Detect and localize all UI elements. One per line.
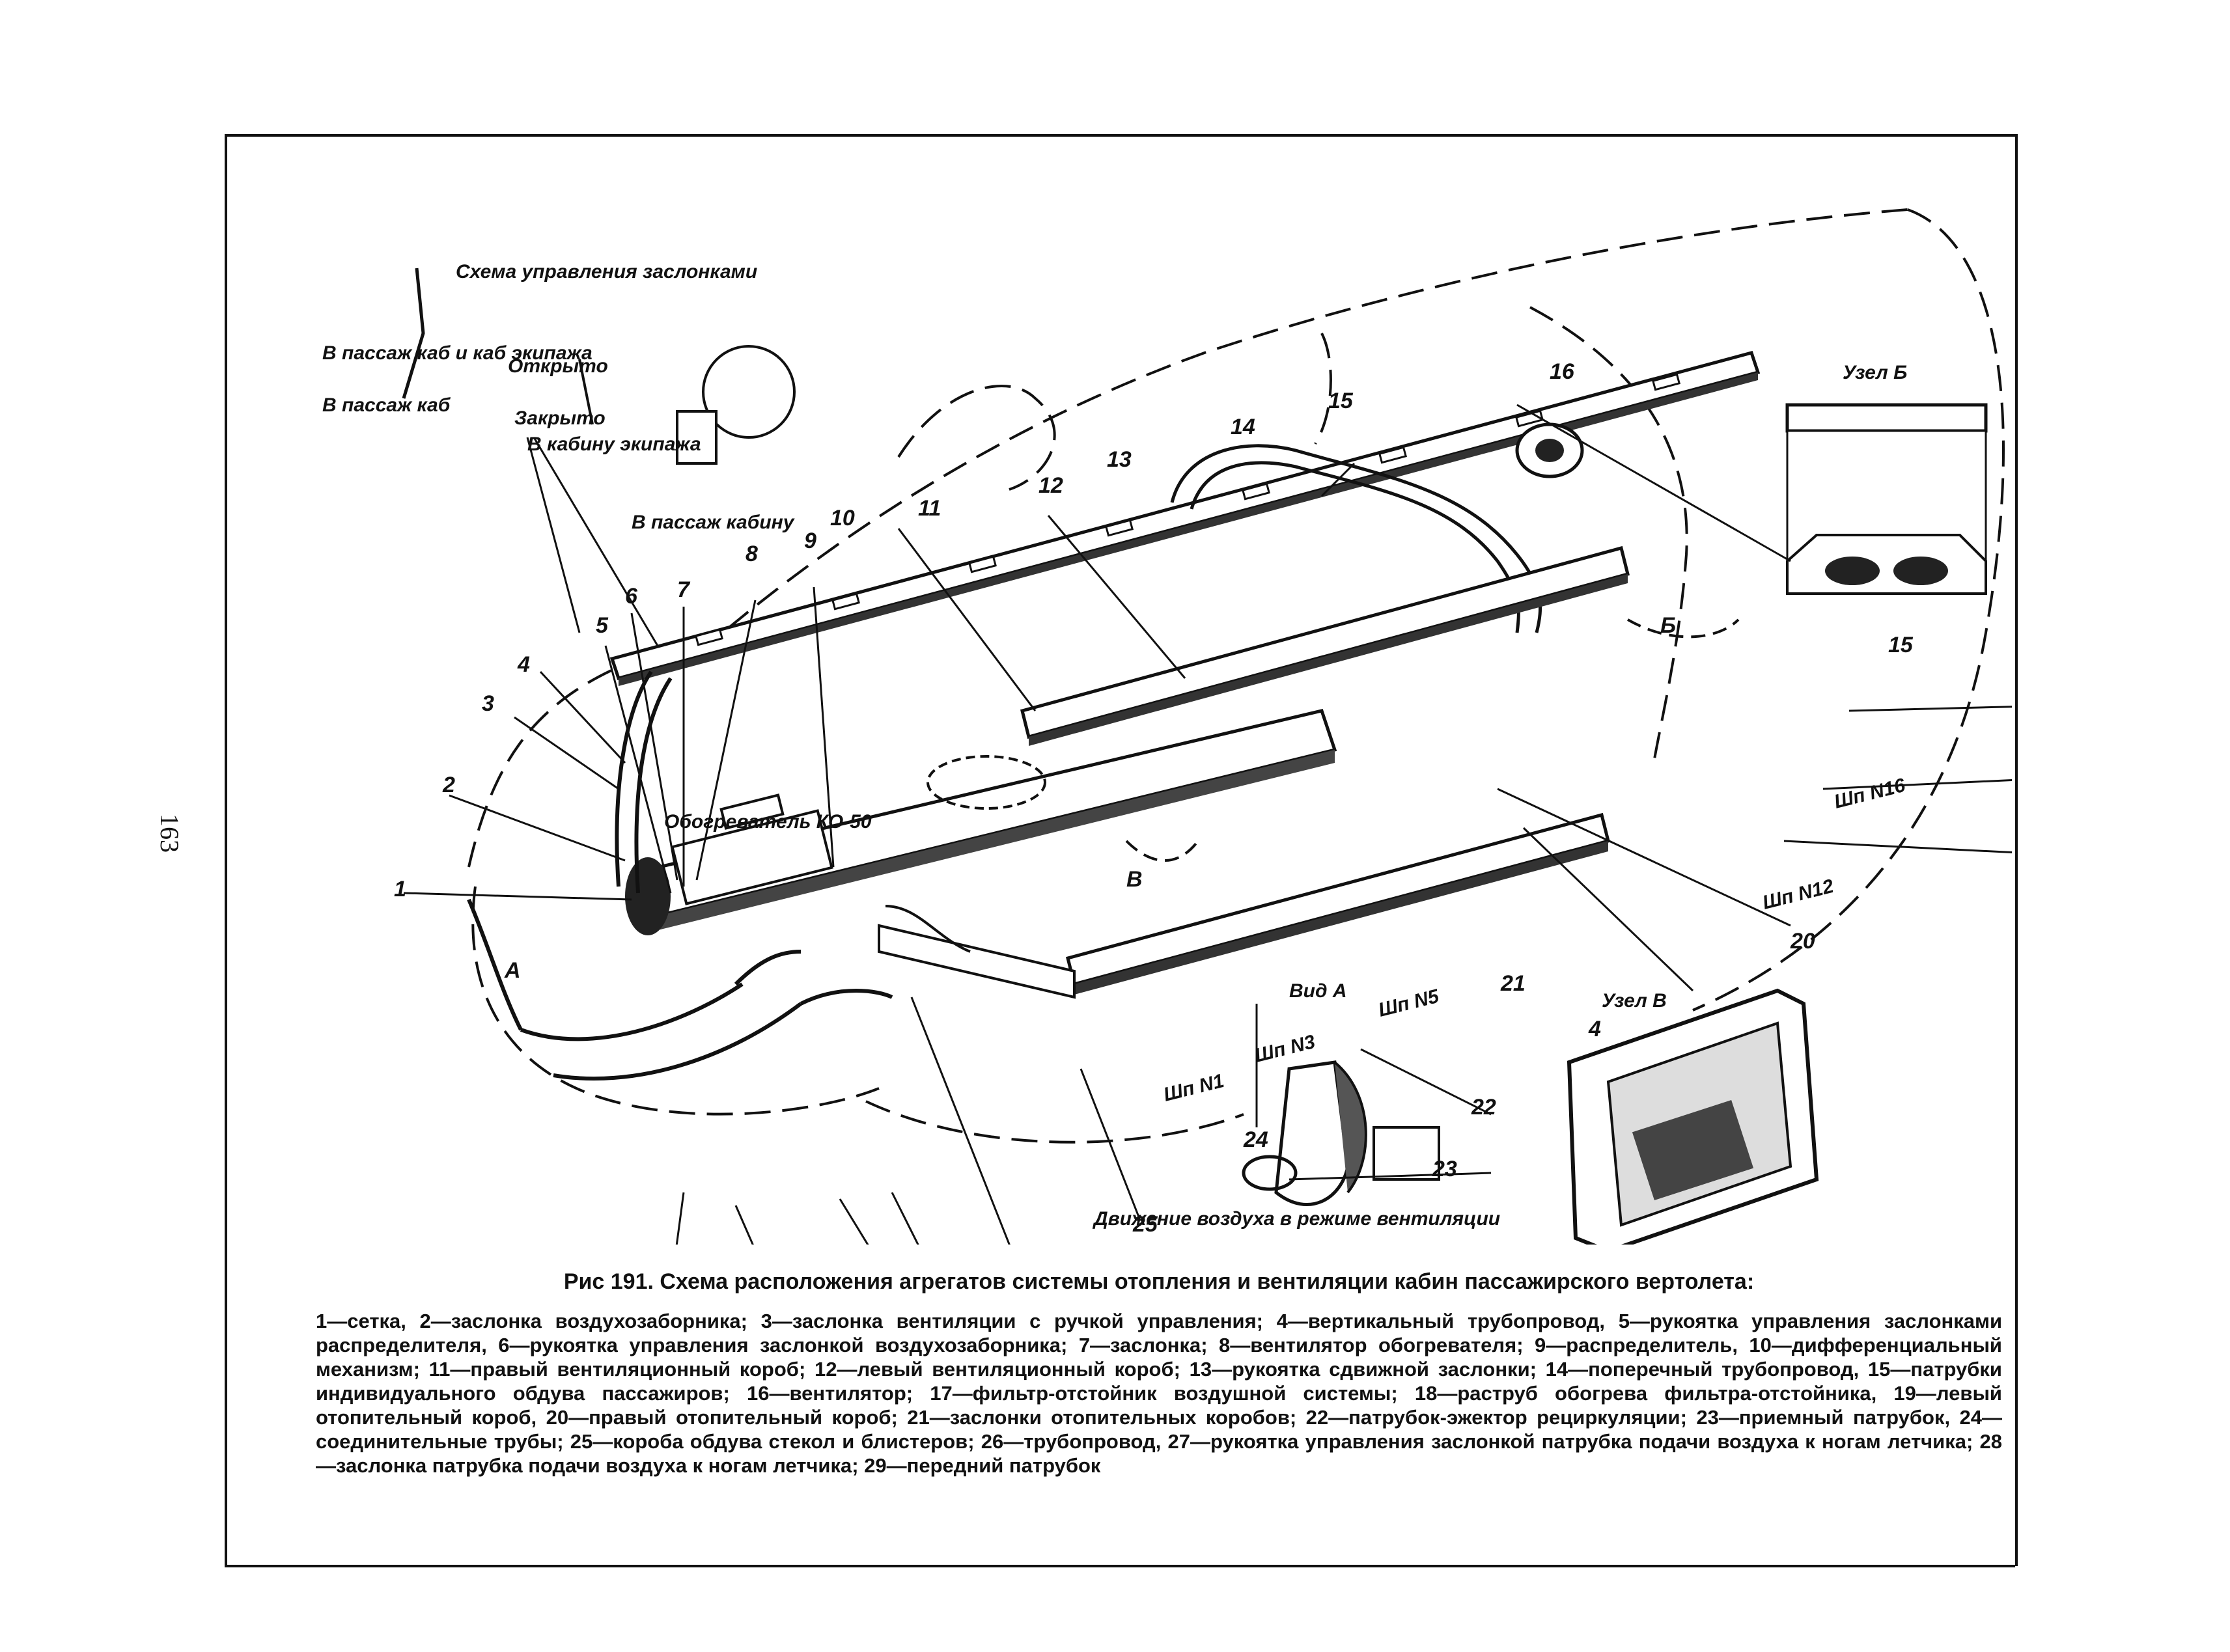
vertical-pipe [615, 670, 673, 894]
callout-1: 1 [394, 877, 406, 902]
label-to-pass-cabin: В пассаж кабину [632, 512, 795, 533]
label-to-crew-cabin: В кабину экипажа [527, 434, 701, 455]
heating-ventilation-diagram: 1 2 3 4 5 6 7 8 9 10 11 12 13 14 15 16 1… [322, 208, 2012, 1245]
frame-label-n12: Шп N12 [1761, 875, 1836, 914]
frame-label-n3: Шп N3 [1253, 1031, 1318, 1067]
air-motion-label: Движение воздуха в режиме вентиляции [1092, 1208, 1500, 1230]
view-a-inset [1242, 1060, 1440, 1206]
callout-16: 16 [1550, 359, 1575, 384]
control-scheme-title: Схема управления заслонками [456, 261, 757, 282]
figure-caption: Рис 191. Схема расположения агрегатов си… [316, 1269, 2002, 1478]
air-flow-arrows [1125, 618, 1740, 862]
callout-20: 20 [1790, 929, 1815, 954]
left-vent-duct [1020, 545, 1630, 746]
view-a-title: Вид А [1289, 980, 1347, 1002]
control-scheme-inset [402, 268, 796, 646]
callout-11: 11 [918, 496, 941, 521]
callout-23: 23 [1432, 1157, 1457, 1181]
callout-12: 12 [1038, 473, 1063, 498]
callout-6: 6 [625, 584, 638, 609]
callout-15b: 15 [1888, 633, 1914, 657]
page-number: 163 [155, 814, 184, 853]
view-ref-a: А [504, 958, 521, 983]
callout-9: 9 [804, 529, 816, 553]
node-b-inset [1785, 403, 1988, 595]
callout-2: 2 [442, 773, 455, 797]
caption-legend: 1—сетка, 2—заслонка воздухозаборника; 3—… [316, 1310, 2002, 1477]
leader-lines [403, 404, 2012, 1245]
caption-title: Рис 191. Схема расположения агрегатов си… [563, 1269, 1755, 1294]
callout-15: 15 [1328, 389, 1354, 413]
frame-border-right [2015, 134, 2018, 1566]
callout-10: 10 [830, 506, 855, 530]
callout-3: 3 [482, 691, 494, 716]
label-to-pass-cabin-short: В пассаж каб [322, 394, 451, 416]
label-open: Открыто [508, 355, 608, 377]
view-ref-v: В [1126, 867, 1143, 892]
callout-13: 13 [1107, 447, 1132, 472]
label-closed: Закрыто [514, 407, 606, 429]
label-heater: Обогреватель КО-50 [664, 811, 872, 833]
callout-5: 5 [596, 613, 609, 638]
callout-14: 14 [1231, 415, 1255, 439]
node-v-inset [1567, 988, 1819, 1245]
callout-21: 21 [1500, 971, 1526, 996]
fuselage-outline [467, 208, 2005, 1144]
node-v-title: Узел В [1602, 990, 1667, 1012]
fan-unit [1515, 422, 1584, 478]
callout-4b: 4 [1588, 1017, 1601, 1041]
view-ref-b: Б [1660, 613, 1676, 638]
right-vent-duct [609, 350, 1761, 686]
frame-label-n5: Шп N5 [1376, 985, 1442, 1021]
front-pipes [467, 898, 893, 1081]
heating-floor-ducts [878, 812, 1611, 999]
callout-22: 22 [1471, 1095, 1496, 1120]
callout-4: 4 [517, 652, 530, 677]
frame-label-n1: Шп N1 [1162, 1070, 1227, 1106]
callout-8: 8 [746, 542, 758, 566]
callout-7: 7 [677, 577, 691, 602]
callout-25: 25 [1132, 1212, 1158, 1237]
node-b-title: Узел Б [1843, 362, 1907, 383]
frame-border-left [225, 134, 227, 1566]
frame-border-top [225, 134, 2015, 137]
frame-label-n16: Шп N16 [1832, 775, 1908, 813]
frame-border-bottom [225, 1565, 2015, 1567]
label-to-both-cabins: В пассаж каб и каб экипажа [322, 342, 592, 364]
callout-24: 24 [1243, 1127, 1268, 1152]
